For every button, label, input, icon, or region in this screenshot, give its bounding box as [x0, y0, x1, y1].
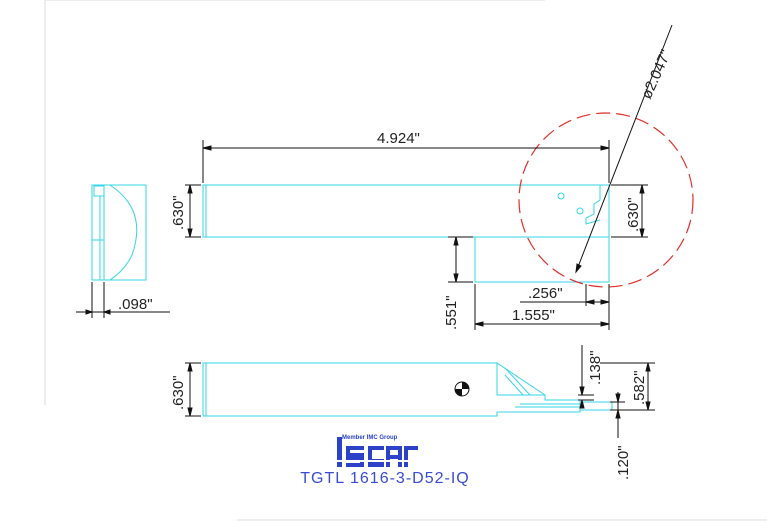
dim-label-120: .120" — [615, 445, 632, 480]
dim-label-height-left: .630" — [170, 195, 187, 230]
dimension-overall-length — [202, 140, 610, 183]
dim-label-height-right: .630" — [625, 197, 642, 232]
dimension-098 — [76, 282, 170, 318]
dimension-120 — [610, 392, 625, 438]
dim-label-551: .551" — [443, 295, 460, 330]
dim-label-098: .098" — [118, 296, 153, 313]
dimension-height-bottom — [185, 362, 201, 417]
dimension-depth-551 — [448, 236, 473, 283]
dim-label-256: .256" — [528, 285, 563, 302]
sheet-border — [44, 0, 767, 521]
dim-label-1555: 1.555" — [512, 307, 555, 324]
dimension-height-right — [611, 184, 648, 238]
dim-label-diameter: ø2.047" — [638, 47, 675, 101]
dim-label-138: .138" — [587, 350, 604, 385]
logo-tagline: Member IMC Group — [342, 435, 398, 441]
end-view — [91, 184, 147, 281]
dimension-width-256 — [520, 284, 610, 330]
brand-logo — [337, 437, 423, 467]
dimension-diameter — [575, 24, 673, 274]
dim-label-582: .582" — [631, 370, 648, 405]
side-view — [202, 362, 613, 417]
center-mark-icon — [454, 381, 470, 397]
top-view — [202, 184, 610, 283]
diameter-circle — [518, 112, 694, 288]
part-number: TGTL 1616-3-D52-IQ — [300, 470, 470, 487]
dim-label-overall-length: 4.924" — [377, 130, 420, 147]
dimension-height-left — [185, 184, 201, 238]
dim-label-height-bottom: .630" — [170, 375, 187, 410]
dimension-138 — [578, 345, 594, 409]
dimension-length-1555 — [474, 284, 610, 330]
